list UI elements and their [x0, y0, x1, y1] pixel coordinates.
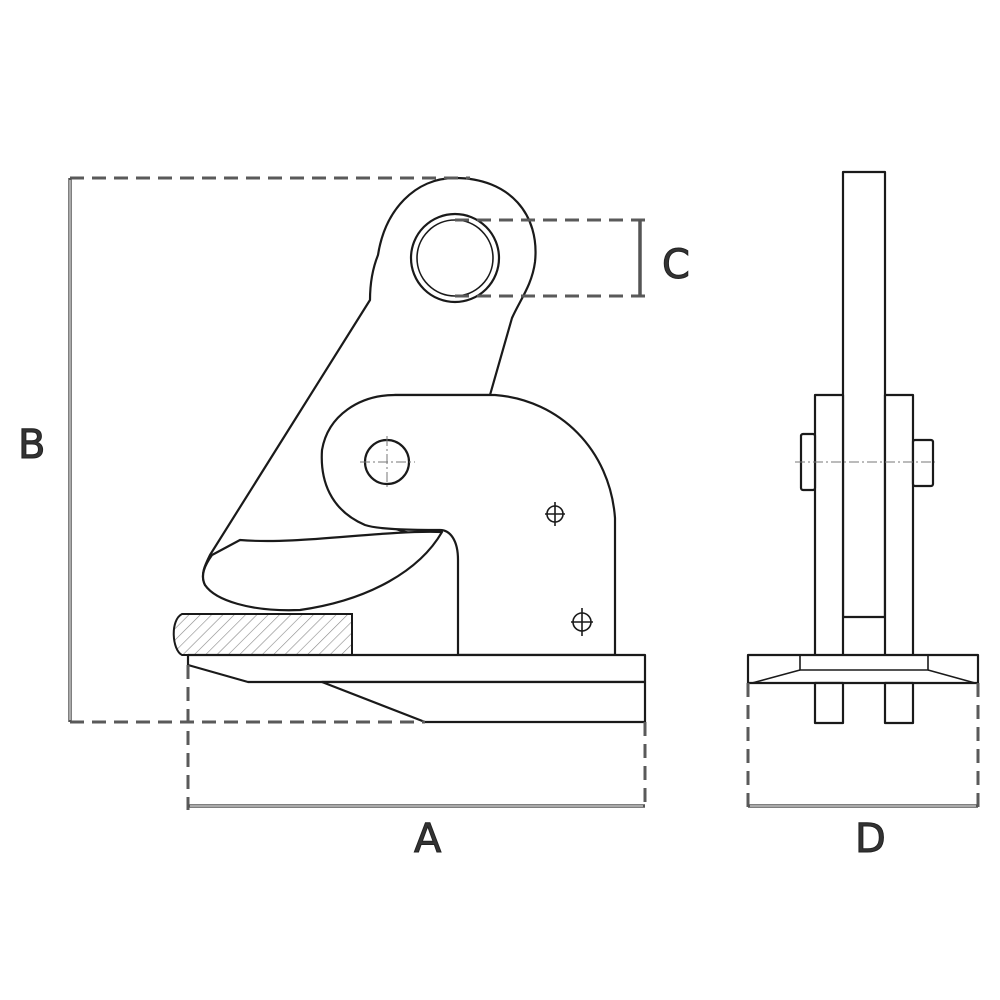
eye-plate — [841, 170, 887, 619]
dimension-label-b: B — [18, 422, 45, 468]
side-plate-left — [813, 393, 845, 659]
rivet-upper — [545, 502, 565, 526]
front-view — [746, 170, 980, 725]
pin-head-right — [911, 438, 935, 488]
front-base — [746, 653, 980, 685]
dimension-label-d: D — [855, 816, 886, 862]
side-plate-right — [883, 393, 915, 659]
dimension-label-c: C — [662, 242, 690, 288]
cam-body — [320, 393, 617, 657]
side-view — [172, 176, 647, 724]
base-lower-lip — [320, 680, 647, 724]
base-jaw — [186, 653, 647, 684]
rivet-lower — [571, 608, 593, 636]
leg-left — [813, 681, 845, 725]
cam-jaw — [201, 530, 444, 612]
lifting-eye-outer — [409, 212, 501, 304]
load-plate — [172, 613, 353, 656]
leg-right — [883, 681, 915, 725]
dimension-label-a: A — [414, 816, 442, 862]
dimension-lines — [68, 176, 980, 810]
